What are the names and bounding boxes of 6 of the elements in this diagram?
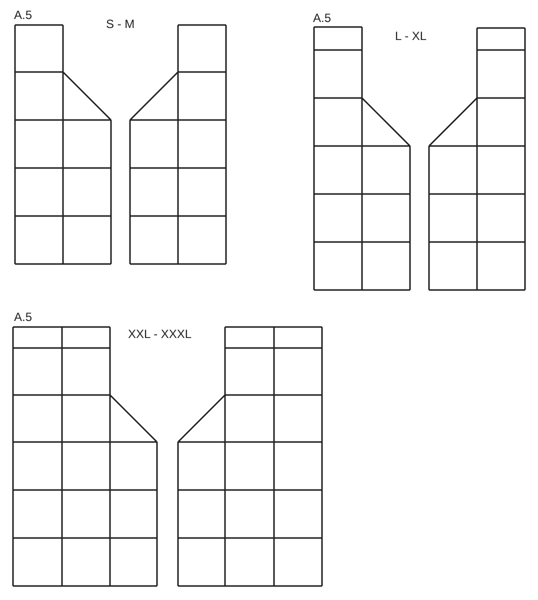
chart-label: A.5 (14, 311, 32, 323)
size-label: S - M (106, 18, 135, 30)
chart-label: A.5 (14, 9, 32, 21)
size-label: XXL - XXXL (128, 328, 192, 340)
chart-label: A.5 (313, 12, 332, 24)
size-label: L - XL (395, 30, 427, 42)
